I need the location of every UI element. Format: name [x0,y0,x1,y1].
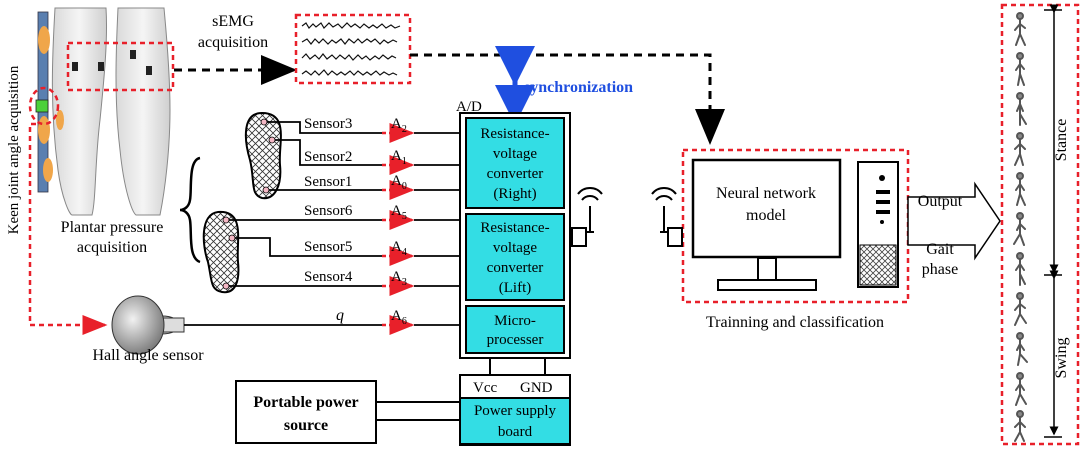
channel-a4: A4 [391,239,407,258]
pc-tower-icon [857,161,899,288]
sensor2-label: Sensor2 [304,149,352,165]
converter-left-line2: voltage [493,240,537,256]
semg-label-line1: sEMG [212,13,254,30]
nn-model-line1: Neural network [716,185,816,202]
channel-a0: A0 [391,173,407,192]
semg-waveforms [301,22,401,76]
left-insole [202,210,240,294]
plantar-label-line1: Plantar pressure [61,219,164,236]
stance-label: Stance [1053,119,1070,162]
converter-right-line3: converter [487,166,544,182]
semg-electrode-box [66,41,175,92]
channel-a2: A2 [391,116,407,135]
output-label: Output [918,193,963,210]
converter-right-line4: (Right) [493,186,536,202]
portable-power-line2: source [284,417,328,434]
hall-sensor-label: Hall angle sensor [92,347,204,364]
channel-a5: A5 [391,203,407,222]
gait-label-line1: Gait [926,241,954,258]
swing-label: Swing [1053,338,1070,379]
output-arrow [907,181,1001,261]
angle-q-label: q [336,307,344,324]
vcc-label: Vcc [473,380,497,396]
power-board-line1: Power supply [474,403,557,419]
converter-right-box [465,117,565,209]
training-caption: Trainning and classification [706,314,884,331]
gait-label-line2: phase [922,261,958,278]
converter-left-line3: converter [487,260,544,276]
gnd-label: GND [520,380,553,396]
semg-signal-box [294,13,412,85]
semg-label-line2: acquisition [198,34,268,51]
converter-left-box [465,213,565,301]
micro-line2: processer [487,332,544,348]
walking-figures [1013,12,1028,442]
sync-label: synchronization [524,79,633,96]
sensor6-label: Sensor6 [304,203,353,219]
micro-line1: Micro- [494,313,536,329]
sensor3-label: Sensor3 [304,116,352,132]
monitor-icon [691,158,842,291]
adc-label: A/D [456,99,482,115]
legs-illustration [35,7,171,216]
converter-left-line4: (Lift) [499,280,531,296]
channel-wires [414,132,460,326]
microprocessor-box [465,305,565,354]
portable-power-line1: Portable power [253,394,358,411]
phase-dimension-lines [1044,4,1062,438]
power-board-line2: board [498,424,533,440]
hall-sensor-icon [111,295,185,355]
gait-phase-box [1000,3,1080,446]
channel-a1: A1 [391,148,407,167]
insole-brace [179,156,201,264]
sensor5-label: Sensor5 [304,239,352,255]
converter-right-line1: Resistance- [480,126,549,142]
channel-a3: A3 [391,269,407,288]
sensor1-label: Sensor1 [304,174,352,190]
sensor-wires [229,121,382,287]
converter-right-line2: voltage [493,146,537,162]
knee-angle-label: Keen joint angle acquisition [6,65,22,234]
portable-power-box [235,380,377,444]
channel-a6: A6 [391,308,407,327]
converter-left-line1: Resistance- [480,220,549,236]
sensor4-label: Sensor4 [304,269,353,285]
knee-sensor-highlight [28,86,60,126]
right-insole [244,111,282,200]
board-antenna-icon [571,187,603,247]
pc-antenna-icon [651,187,683,247]
sensor-arrows [382,123,415,335]
nn-model-line2: model [746,207,787,224]
plantar-label-line2: acquisition [77,239,147,256]
power-supply-inner [459,397,571,445]
